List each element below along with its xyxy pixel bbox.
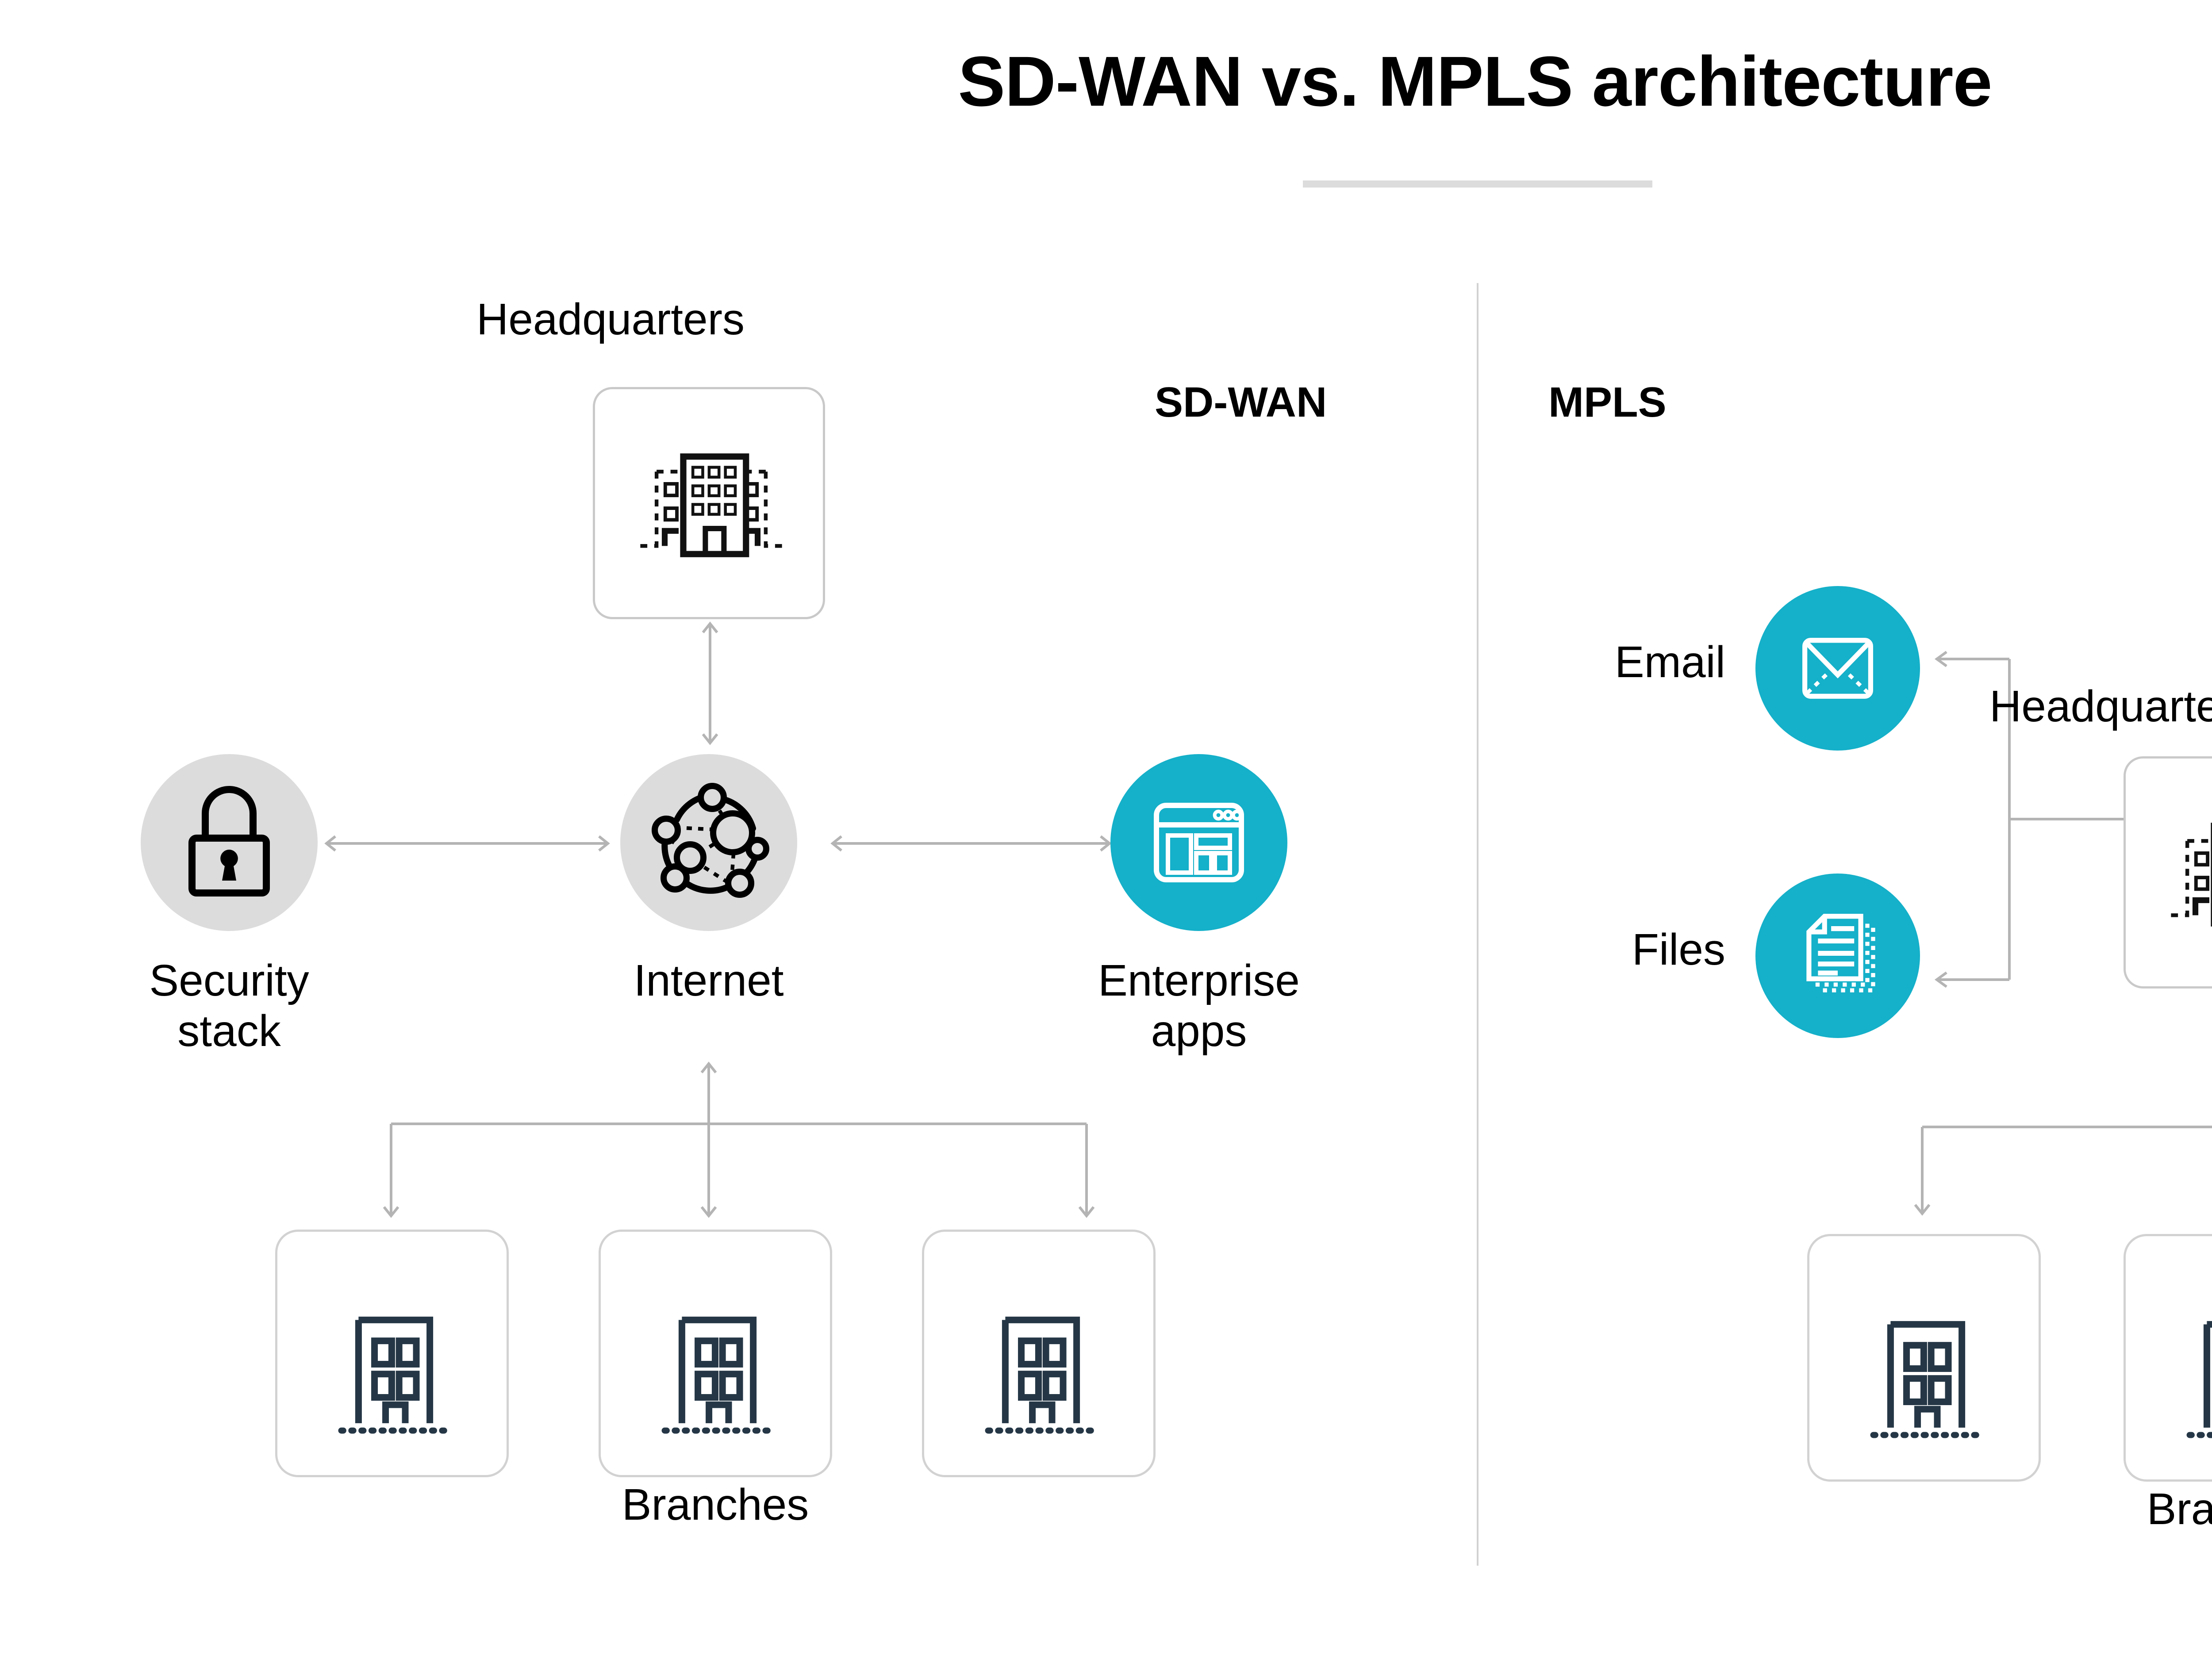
connector-hq-to-internet xyxy=(688,619,732,747)
branch-building-icon xyxy=(924,1232,1153,1479)
connector-internet-to-apps xyxy=(827,824,1115,863)
branch-building-icon xyxy=(2126,1236,2212,1484)
mpls-branches-label: Branches xyxy=(2147,1484,2212,1534)
lock-icon xyxy=(141,754,318,931)
branch-building-icon xyxy=(601,1232,830,1479)
sdwan-branch-card-2[interactable] xyxy=(599,1230,832,1477)
section-label-mpls: MPLS xyxy=(1548,379,1667,426)
mpls-headquarters-card[interactable] xyxy=(2124,756,2212,989)
connector-hq-to-branches xyxy=(1887,986,2212,1234)
page-title: SD-WAN vs. MPLS architecture xyxy=(958,42,1993,121)
document-stack-icon xyxy=(1755,874,1920,1038)
sdwan-branch-card-1[interactable] xyxy=(275,1230,509,1477)
office-building-icon xyxy=(2126,759,2212,991)
sdwan-internet-node[interactable] xyxy=(620,754,797,931)
sdwan-headquarters-label: Headquarters xyxy=(476,295,745,344)
network-globe-icon xyxy=(620,754,797,931)
sdwan-security-label: Security stack xyxy=(149,956,309,1056)
mpls-files-label: Files xyxy=(1632,925,1725,974)
office-building-icon xyxy=(595,389,823,621)
sdwan-enterprise-apps-label: Enterprise apps xyxy=(1098,956,1300,1056)
mpls-branch-card-2[interactable] xyxy=(2124,1234,2212,1482)
browser-window-icon xyxy=(1110,754,1287,931)
sdwan-internet-label: Internet xyxy=(634,956,784,1005)
sdwan-branches-label: Branches xyxy=(622,1480,809,1529)
sdwan-enterprise-apps-node[interactable] xyxy=(1110,754,1287,931)
connector-internet-to-branches xyxy=(380,1059,1097,1236)
branch-building-icon xyxy=(277,1232,507,1479)
connector-security-to-internet xyxy=(321,824,613,863)
panel-divider xyxy=(1477,283,1479,1566)
mpls-email-label: Email xyxy=(1614,637,1725,687)
sdwan-security-node[interactable] xyxy=(141,754,318,931)
mpls-headquarters-label: Headquarters xyxy=(1989,682,2212,731)
branch-building-icon xyxy=(1809,1236,2039,1484)
mpls-branch-card-1[interactable] xyxy=(1807,1234,2041,1482)
envelope-icon xyxy=(1755,586,1920,751)
sdwan-branch-card-3[interactable] xyxy=(922,1230,1156,1477)
mpls-files-node[interactable] xyxy=(1755,874,1920,1038)
section-label-sdwan: SD-WAN xyxy=(1155,379,1327,426)
sdwan-headquarters-card[interactable] xyxy=(593,387,825,619)
title-underline-rule xyxy=(1303,180,1652,188)
mpls-email-node[interactable] xyxy=(1755,586,1920,751)
